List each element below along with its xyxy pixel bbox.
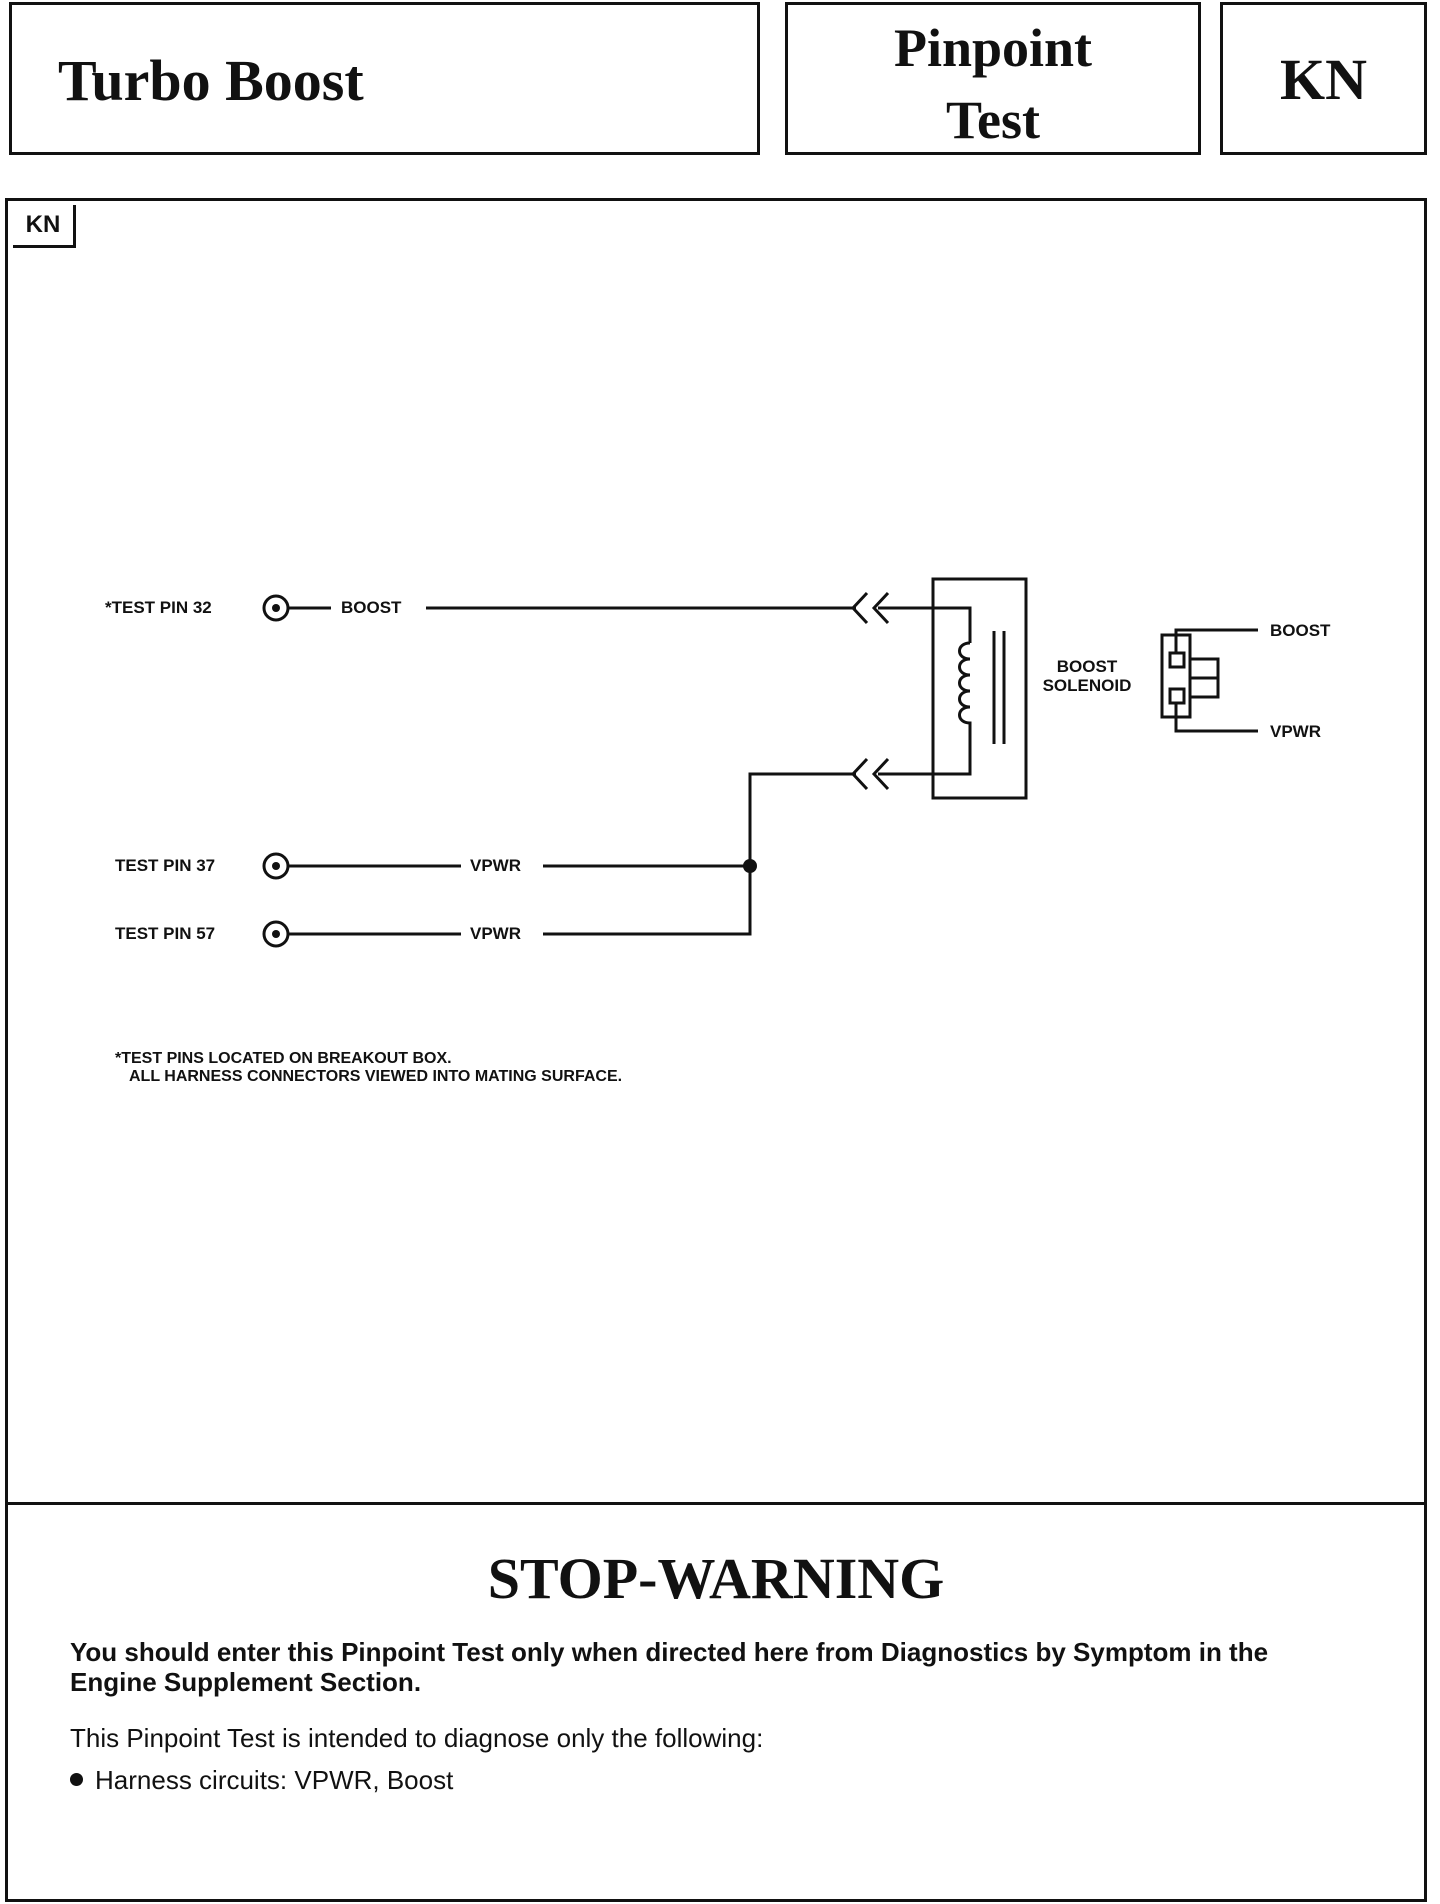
page-title: Turbo Boost: [58, 48, 364, 113]
pin-57-label: TEST PIN 57: [115, 924, 215, 943]
header-title-box: Turbo Boost: [9, 2, 760, 155]
test-code: KN: [1280, 47, 1367, 112]
test-type-line1: Pinpoint: [893, 18, 1093, 78]
component-label-line1: BOOST: [1057, 657, 1118, 676]
warning-title: STOP-WARNING: [487, 1546, 945, 1611]
connector-bottom-label: VPWR: [1270, 722, 1321, 741]
pin-32-label: *TEST PIN 32: [105, 598, 212, 617]
header-test-type-box: Pinpoint Test: [785, 2, 1201, 155]
warning-panel: STOP-WARNING You should enter this Pinpo…: [5, 1502, 1427, 1902]
note-line1: *TEST PINS LOCATED ON BREAKOUT BOX.: [115, 1050, 452, 1067]
connector-top-label: BOOST: [1270, 621, 1331, 640]
component-label-line2: SOLENOID: [1043, 676, 1132, 695]
warning-body: You should enter this Pinpoint Test only…: [70, 1637, 1269, 1697]
bullet-dot-icon: [70, 1772, 83, 1786]
connector-chevron-2b: [871, 757, 890, 791]
splice-junction: [743, 859, 757, 873]
solenoid-coil: [958, 641, 972, 736]
boost-solenoid-body: [931, 577, 1028, 800]
connector-chevron-1b: [871, 591, 890, 625]
diagram-panel: KN: [5, 198, 1427, 1505]
connector-chevron-1a: [850, 591, 869, 625]
connector-chevron-2a: [850, 757, 869, 791]
warning-bullet-item: Harness circuits: VPWR, Boost: [70, 1765, 453, 1796]
pin-37-circuit: VPWR: [470, 856, 521, 875]
wiring-diagram: *TEST PIN 32 BOOST TEST PIN 37 VPWR TEST…: [105, 577, 1331, 1085]
note-line2: ALL HARNESS CONNECTORS VIEWED INTO MATIN…: [129, 1068, 622, 1085]
pin-32-circuit: BOOST: [341, 598, 402, 617]
warning-intro: This Pinpoint Test is intended to diagno…: [70, 1723, 764, 1753]
bullet-text: Harness circuits: VPWR, Boost: [95, 1765, 454, 1795]
diagram-tag: KN: [13, 205, 76, 248]
pin-37-label: TEST PIN 37: [115, 856, 215, 875]
test-type-line2: Test: [945, 90, 1041, 150]
header-code-box: KN: [1220, 2, 1427, 155]
pin-57-circuit: VPWR: [470, 924, 521, 943]
vpwr-wire-57: [543, 772, 856, 936]
